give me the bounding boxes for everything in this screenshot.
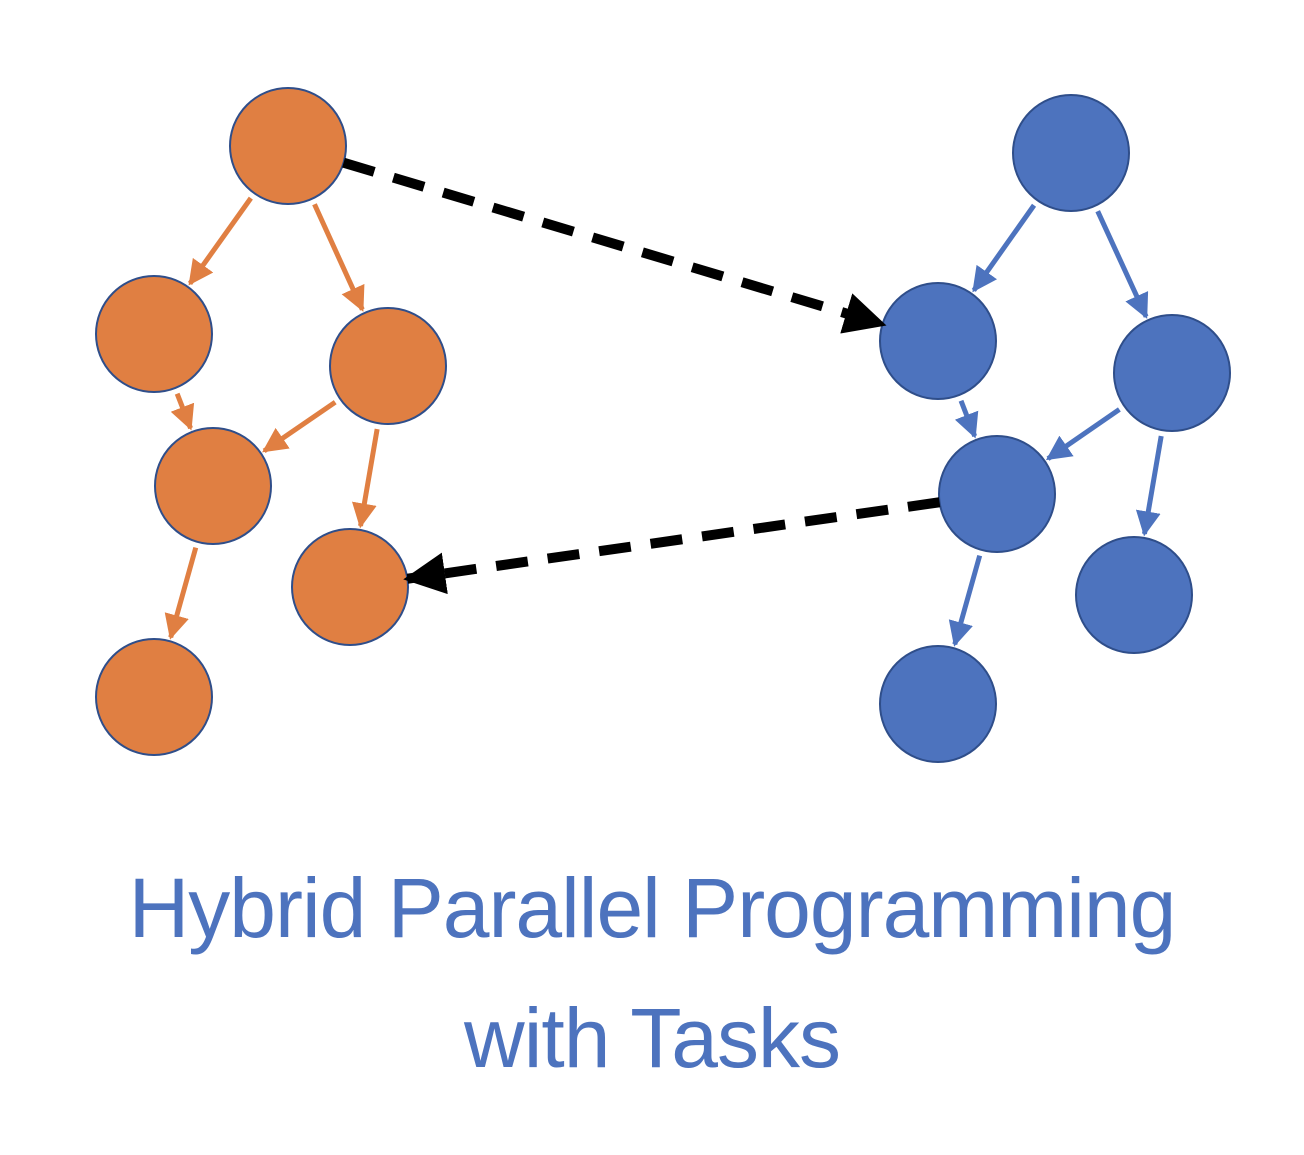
- orange-task-graph-edge-root-to-mid-left: [187, 196, 253, 286]
- cross-dependency-layer: [342, 157, 941, 595]
- nodes-layer: [95, 87, 1231, 763]
- orange-task-graph-edge-mid-right-to-center: [262, 400, 337, 453]
- orange-task-graph-edge-center-to-bottom: [164, 546, 199, 640]
- blue-task-graph-edge-mid-right-to-lower-right: [1135, 435, 1164, 537]
- dependency-arrow-1: [342, 157, 887, 334]
- orange-task-graph-node-lower-right: [291, 528, 409, 646]
- edges-layer: [164, 196, 1164, 647]
- orange-task-graph-node-center: [154, 427, 272, 545]
- orange-task-graph-node-mid-left: [95, 275, 213, 393]
- blue-task-graph-node-lower-right: [1075, 536, 1193, 654]
- orange-task-graph-edge-root-to-mid-right: [312, 203, 365, 312]
- blue-task-graph-node-bottom: [879, 645, 997, 763]
- blue-task-graph-node-root: [1012, 94, 1130, 212]
- orange-task-graph-edge-mid-right-to-lower-right: [352, 428, 380, 529]
- title-line-2: with Tasks: [464, 991, 841, 1085]
- blue-task-graph-node-mid-right: [1113, 314, 1231, 432]
- blue-task-graph-edge-mid-right-to-center: [1045, 407, 1121, 461]
- orange-task-graph-edge-mid-left-to-center: [170, 392, 195, 431]
- blue-task-graph-node-center: [938, 435, 1056, 553]
- dependency-arrow-2: [403, 497, 941, 595]
- orange-task-graph-node-mid-right: [329, 307, 447, 425]
- blue-task-graph-edge-mid-left-to-center: [954, 399, 979, 439]
- blue-task-graph-edge-root-to-mid-right: [1095, 210, 1149, 319]
- blue-task-graph-edge-center-to-bottom: [948, 554, 983, 647]
- blue-task-graph-edge-root-to-mid-left: [971, 203, 1037, 293]
- orange-task-graph-node-root: [229, 87, 347, 205]
- blue-task-graph-node-mid-left: [879, 282, 997, 400]
- orange-task-graph-node-bottom: [95, 638, 213, 756]
- title-line-1: Hybrid Parallel Programming: [128, 861, 1177, 955]
